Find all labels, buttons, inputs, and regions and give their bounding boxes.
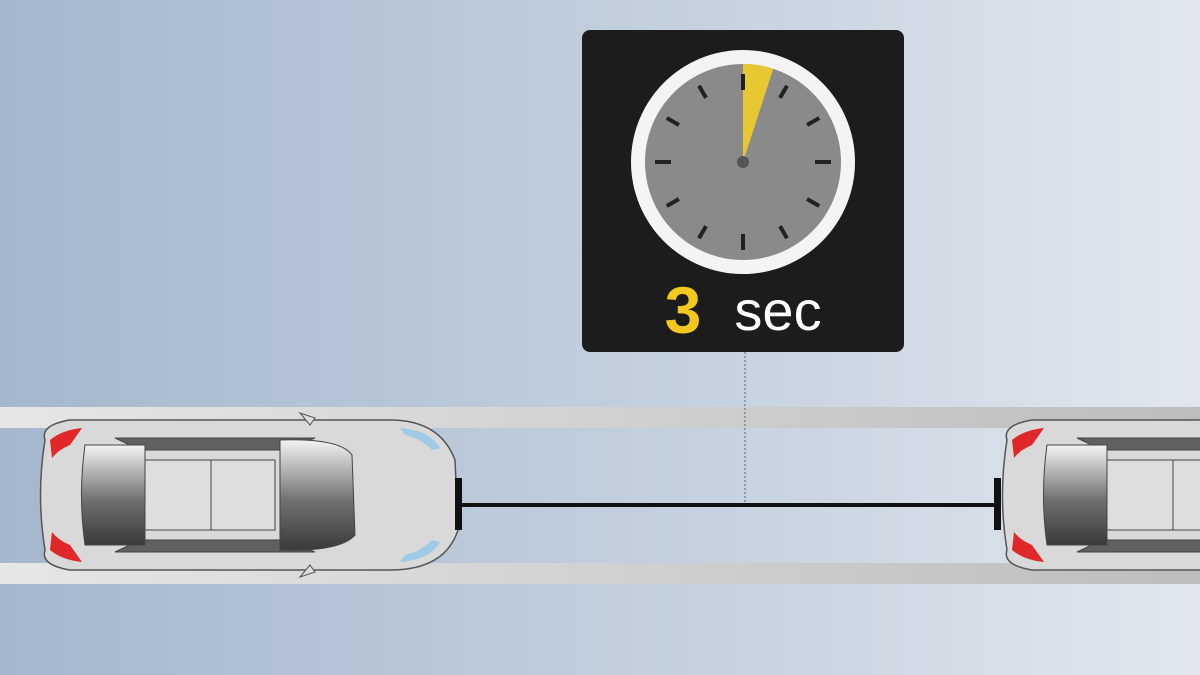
clock-tick	[806, 116, 821, 127]
clock-tick	[778, 225, 789, 240]
clock-ticks	[655, 74, 831, 250]
distance-marker-left	[455, 478, 462, 530]
following-distance-line	[460, 503, 996, 507]
clock-tick	[778, 84, 789, 99]
clock-tick	[697, 225, 708, 240]
clock-tick	[665, 197, 680, 208]
distance-marker-right	[994, 478, 1001, 530]
clock-tick	[665, 116, 680, 127]
elapsed-time-wedge	[743, 64, 774, 162]
timer-panel: 3 sec	[582, 30, 904, 352]
clock-tick	[806, 197, 821, 208]
timer-value: 3	[665, 273, 702, 347]
timer-unit: sec	[734, 279, 821, 342]
clock-center	[737, 156, 749, 168]
leading-car	[1001, 412, 1200, 578]
clock-tick	[697, 84, 708, 99]
following-car	[39, 412, 459, 578]
